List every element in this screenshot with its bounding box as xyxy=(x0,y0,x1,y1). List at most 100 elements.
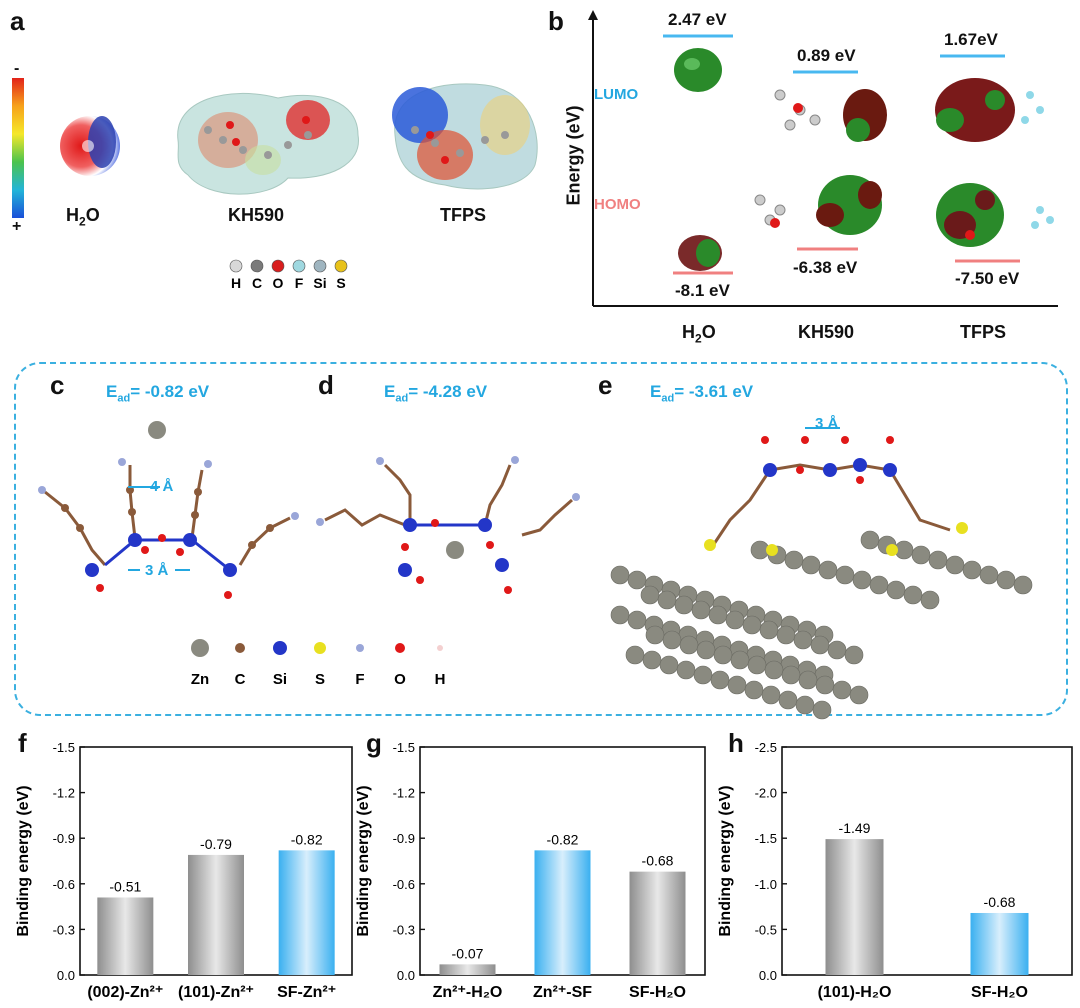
plot-frame xyxy=(781,746,1073,976)
zn-atom xyxy=(640,585,660,605)
bar xyxy=(534,850,591,975)
cde-dashed-frame xyxy=(14,362,1068,716)
bar-value-label: -0.68 xyxy=(642,853,674,869)
atom-label-S: S xyxy=(315,671,325,688)
bar-value-label: -1.49 xyxy=(839,820,871,836)
x-tick-label: SF-H₂O xyxy=(629,984,686,1001)
zn-atom xyxy=(693,665,713,685)
zn-atom xyxy=(610,565,630,585)
zn-atom xyxy=(676,660,696,680)
x-tick-label: (101)-H₂O xyxy=(818,984,892,1001)
x-tick-label: Zn²⁺-SF xyxy=(533,984,592,1001)
zn-atom xyxy=(696,640,716,660)
s-atom xyxy=(886,544,898,556)
atom-dot-C xyxy=(235,643,245,653)
homo-value-h2o: -8.1 eV xyxy=(675,281,730,300)
x-tick-label: Zn²⁺-H₂O xyxy=(433,984,503,1001)
o-atom xyxy=(761,436,769,444)
zn-atom xyxy=(869,575,889,595)
y-tick-label: -1.2 xyxy=(53,786,75,801)
panel-c-dist-4: 4 Å xyxy=(150,478,174,495)
bar xyxy=(970,912,1029,975)
panel-b-kh590-label: KH590 xyxy=(798,322,855,342)
panel-e-zn-slab xyxy=(610,427,1033,720)
bar-value-label: -0.82 xyxy=(547,831,579,847)
bar xyxy=(629,871,686,975)
panel-b-h2o-label: H2O xyxy=(682,322,716,346)
atom-label-H: H xyxy=(435,671,446,688)
legend-dot-S xyxy=(334,259,348,273)
si-atom xyxy=(883,463,897,477)
legend-dot-O xyxy=(271,259,285,273)
esp-color-scale xyxy=(12,78,24,218)
y-axis-label: Binding energy (eV) xyxy=(355,785,372,936)
zn-atom xyxy=(818,560,838,580)
y-tick-label: -0.5 xyxy=(755,922,777,937)
zn-atom xyxy=(662,630,682,650)
bar-value-label: -0.07 xyxy=(452,945,484,961)
s-atom xyxy=(766,544,778,556)
zn-atom xyxy=(832,680,852,700)
zn-atom xyxy=(801,555,821,575)
y-tick-label: -0.6 xyxy=(53,877,75,892)
panel-h-label: h xyxy=(728,728,744,758)
y-tick-label: -2.5 xyxy=(755,740,777,755)
y-tick-label: -1.0 xyxy=(755,877,777,892)
legend-label-C: C xyxy=(252,275,262,291)
zn-atom xyxy=(727,675,747,695)
zn-atom xyxy=(979,565,999,585)
y-tick-label: -1.5 xyxy=(393,740,415,755)
panel-a-h2o-label: H2O xyxy=(66,205,100,229)
bar-value-label: -0.82 xyxy=(291,831,323,847)
x-tick-label: SF-H₂O xyxy=(971,984,1028,1001)
zn-atom xyxy=(747,655,767,675)
panel-c-ead: Ead= -0.82 eV xyxy=(106,382,210,405)
zn-atom xyxy=(781,665,801,685)
y-tick-label: 0.0 xyxy=(57,968,75,983)
atom-dot-H xyxy=(437,645,443,651)
panel-e-ead: Ead= -3.61 eV xyxy=(650,382,754,405)
si-atom xyxy=(853,458,867,472)
bar xyxy=(97,897,154,975)
si-atom xyxy=(823,463,837,477)
y-tick-label: -0.3 xyxy=(393,922,415,937)
y-axis-label: Binding energy (eV) xyxy=(15,785,32,936)
x-tick-label: (101)-Zn²⁺ xyxy=(178,984,254,1001)
lumo-value-kh590: 0.89 eV xyxy=(797,46,856,65)
zn-atom xyxy=(713,645,733,665)
panel-b-label: b xyxy=(548,6,564,36)
legend-label-S: S xyxy=(336,275,345,291)
homo-value-kh590: -6.38 eV xyxy=(793,258,858,277)
homo-value-tfps: -7.50 eV xyxy=(955,269,1020,288)
bar-value-label: -0.51 xyxy=(109,878,141,894)
zn-atom xyxy=(996,570,1016,590)
atom-dot-Si xyxy=(273,641,287,655)
zn-atom xyxy=(730,650,750,670)
o-atom xyxy=(856,476,864,484)
bar-value-label: -0.79 xyxy=(200,836,232,852)
zn-atom xyxy=(844,645,864,665)
zn-atom xyxy=(860,530,880,550)
legend-label-Si: Si xyxy=(313,275,326,291)
panel-e-dist-3: 3 Å xyxy=(815,415,839,432)
zn-atom xyxy=(764,660,784,680)
atom-dot-S xyxy=(314,642,326,654)
panel-c-label: c xyxy=(50,370,65,400)
panel-a-kh590-label: KH590 xyxy=(228,205,285,225)
zn-atom xyxy=(744,680,764,700)
panel-a-label: a xyxy=(10,6,25,36)
panel-b-axes xyxy=(588,10,1058,307)
zn-atom xyxy=(815,675,835,695)
zn-atom xyxy=(742,615,762,635)
tfps-esp-surface xyxy=(392,83,538,190)
panel-c-structure xyxy=(38,421,299,599)
zn-atom xyxy=(962,560,982,580)
zn-atom xyxy=(945,555,965,575)
panel-d-label: d xyxy=(318,370,334,400)
zn-atom xyxy=(627,610,647,630)
zn-atom xyxy=(625,645,645,665)
panel-f-label: f xyxy=(18,728,27,758)
